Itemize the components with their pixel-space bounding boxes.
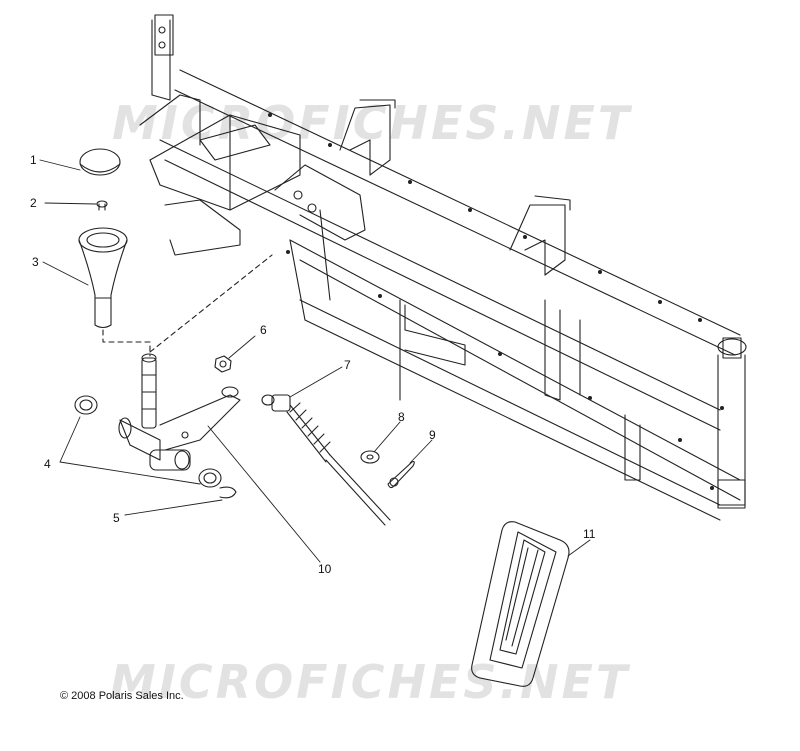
callout-10: 10: [318, 562, 332, 576]
callout-9: 9: [429, 428, 436, 442]
callout-5: 5: [113, 511, 120, 525]
part-5-clip: [219, 486, 237, 499]
part-1-cap: [79, 148, 121, 176]
callout-11: 11: [583, 527, 596, 541]
callout-7: 7: [344, 358, 351, 372]
guide-lines: [102, 254, 273, 357]
callout-8: 8: [398, 410, 405, 424]
part-7-shift-cable: [261, 394, 391, 526]
callout-3: 3: [32, 255, 39, 269]
part-8-washer: [360, 450, 380, 464]
part-6-nut: [214, 355, 232, 373]
part-2-screw: [96, 200, 108, 211]
callout-1: 1: [30, 153, 37, 167]
part-4-bushings: [74, 395, 222, 488]
callout-4: 4: [44, 457, 51, 471]
callout-2: 2: [30, 196, 37, 210]
copyright-notice: © 2008 Polaris Sales Inc.: [60, 690, 184, 702]
leader-lines: [39, 159, 591, 563]
part-10-shift-lever: [118, 353, 241, 471]
callout-6: 6: [260, 323, 267, 337]
part-11-floor-boot: [471, 521, 570, 687]
part-9-hairpin-clip: [387, 460, 415, 489]
frame-assembly: [139, 14, 747, 521]
part-3-shift-knob: [78, 227, 128, 329]
